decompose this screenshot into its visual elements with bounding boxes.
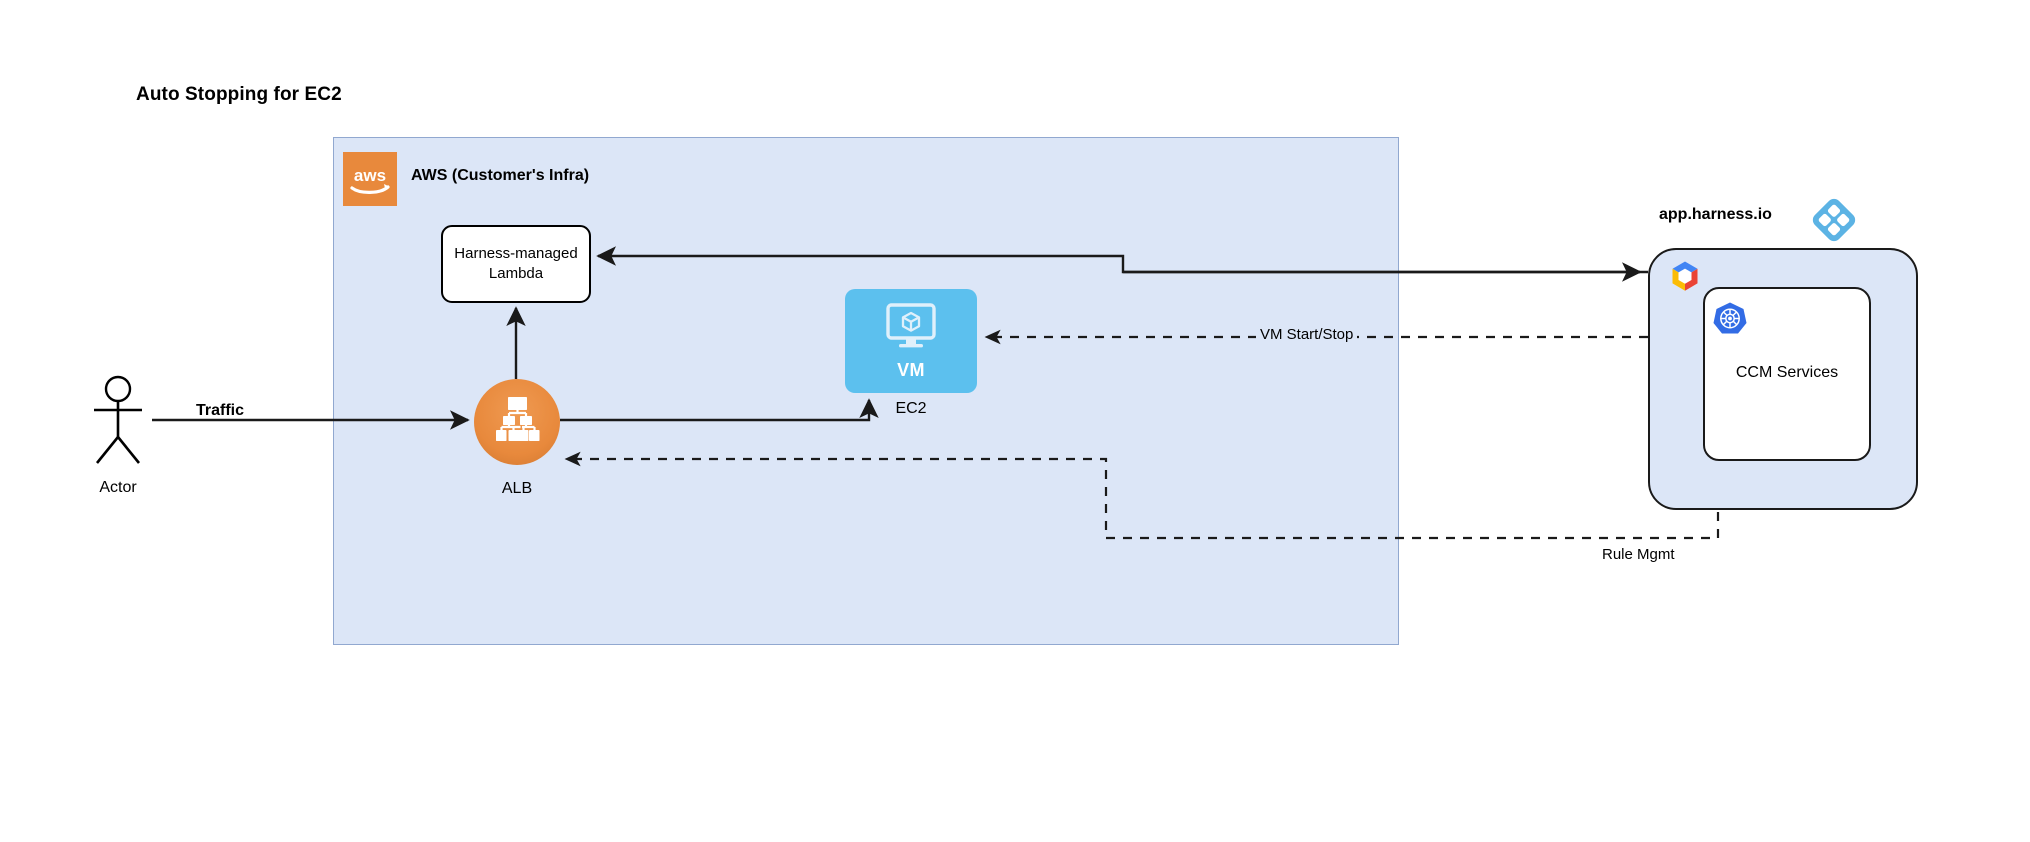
- gcp-logo-icon: [1664, 258, 1706, 300]
- node-actor-label: Actor: [99, 479, 137, 496]
- edge-alb-to-ec2: [560, 398, 879, 422]
- edge-label-vm-start-stop: VM Start/Stop: [1256, 326, 1358, 343]
- node-alb[interactable]: [474, 379, 560, 465]
- edge-label-traffic: Traffic: [196, 402, 245, 419]
- edge-harness-to-lambda-step: [596, 246, 1125, 271]
- node-harness-managed-lambda[interactable]: Harness-managed Lambda: [441, 225, 591, 303]
- aws-logo-icon: aws: [343, 152, 397, 206]
- edge-label-rule-mgmt: Rule Mgmt: [1598, 546, 1679, 563]
- svg-text:aws: aws: [354, 166, 386, 185]
- vm-badge-label: VM: [897, 359, 925, 380]
- stick-figure-actor-icon: [82, 375, 154, 465]
- harness-panel-title: app.harness.io: [1659, 206, 1772, 223]
- harness-logo-icon: [1812, 198, 1856, 242]
- node-alb-label: ALB: [501, 480, 533, 497]
- aws-container-label: AWS (Customer's Infra): [411, 167, 590, 184]
- lambda-label: Harness-managed Lambda: [454, 245, 578, 282]
- load-balancer-icon: [489, 394, 545, 451]
- node-ec2-label: EC2: [895, 400, 927, 417]
- page-title: Auto Stopping for EC2: [136, 84, 342, 105]
- vm-monitor-icon: [883, 302, 939, 357]
- node-ccm-services-label: CCM Services: [1735, 364, 1839, 381]
- kubernetes-logo-icon: [1712, 301, 1748, 337]
- edge-rule-mgmt: [564, 451, 1720, 540]
- node-ec2-vm[interactable]: VM: [845, 289, 977, 393]
